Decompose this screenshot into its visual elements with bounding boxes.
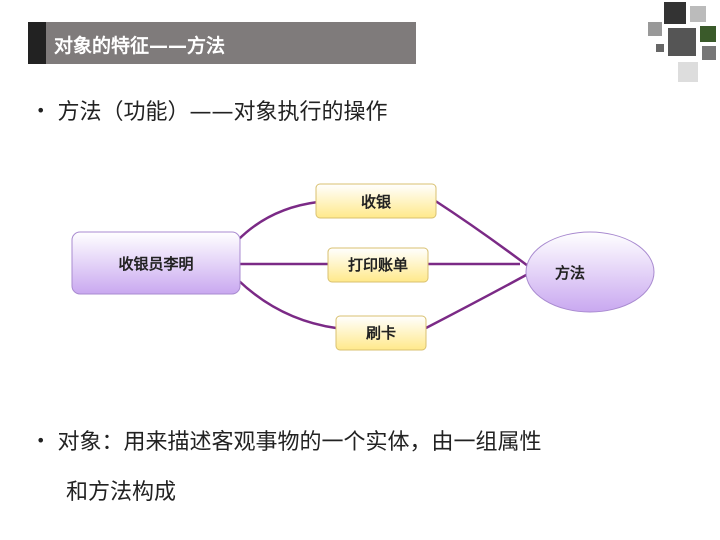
right-node [525,231,655,313]
action-node-0 [315,183,437,219]
bullet-method-text: 方法（功能）——对象执行的操作 [57,100,388,125]
bullet-object-continuation: 和方法构成 [66,480,177,505]
action-label-2: 刷卡 [366,324,396,342]
connectors [237,198,529,330]
title-bar: 对象的特征——方法 [28,22,416,64]
left-node-label: 收银员李明 [118,255,193,273]
title-accent [28,22,46,64]
right-node-label: 方法 [555,264,585,282]
left-node [71,231,241,295]
action-node-1 [327,247,429,283]
method-diagram: 收银员李明 收银 打印账单 刷卡 方法 [71,183,655,351]
action-label-0: 收银 [361,193,392,211]
slide-title: 对象的特征——方法 [54,35,226,57]
bullet-object-text: 对象：用来描述客观事物的一个实体，由一组属性 [57,430,542,455]
decorative-squares [648,2,716,82]
bullet-object: •对象：用来描述客观事物的一个实体，由一组属性 [36,430,542,455]
bullet-method: •方法（功能）——对象执行的操作 [36,100,388,125]
action-node-2 [335,315,427,351]
action-label-1: 打印账单 [348,256,408,274]
